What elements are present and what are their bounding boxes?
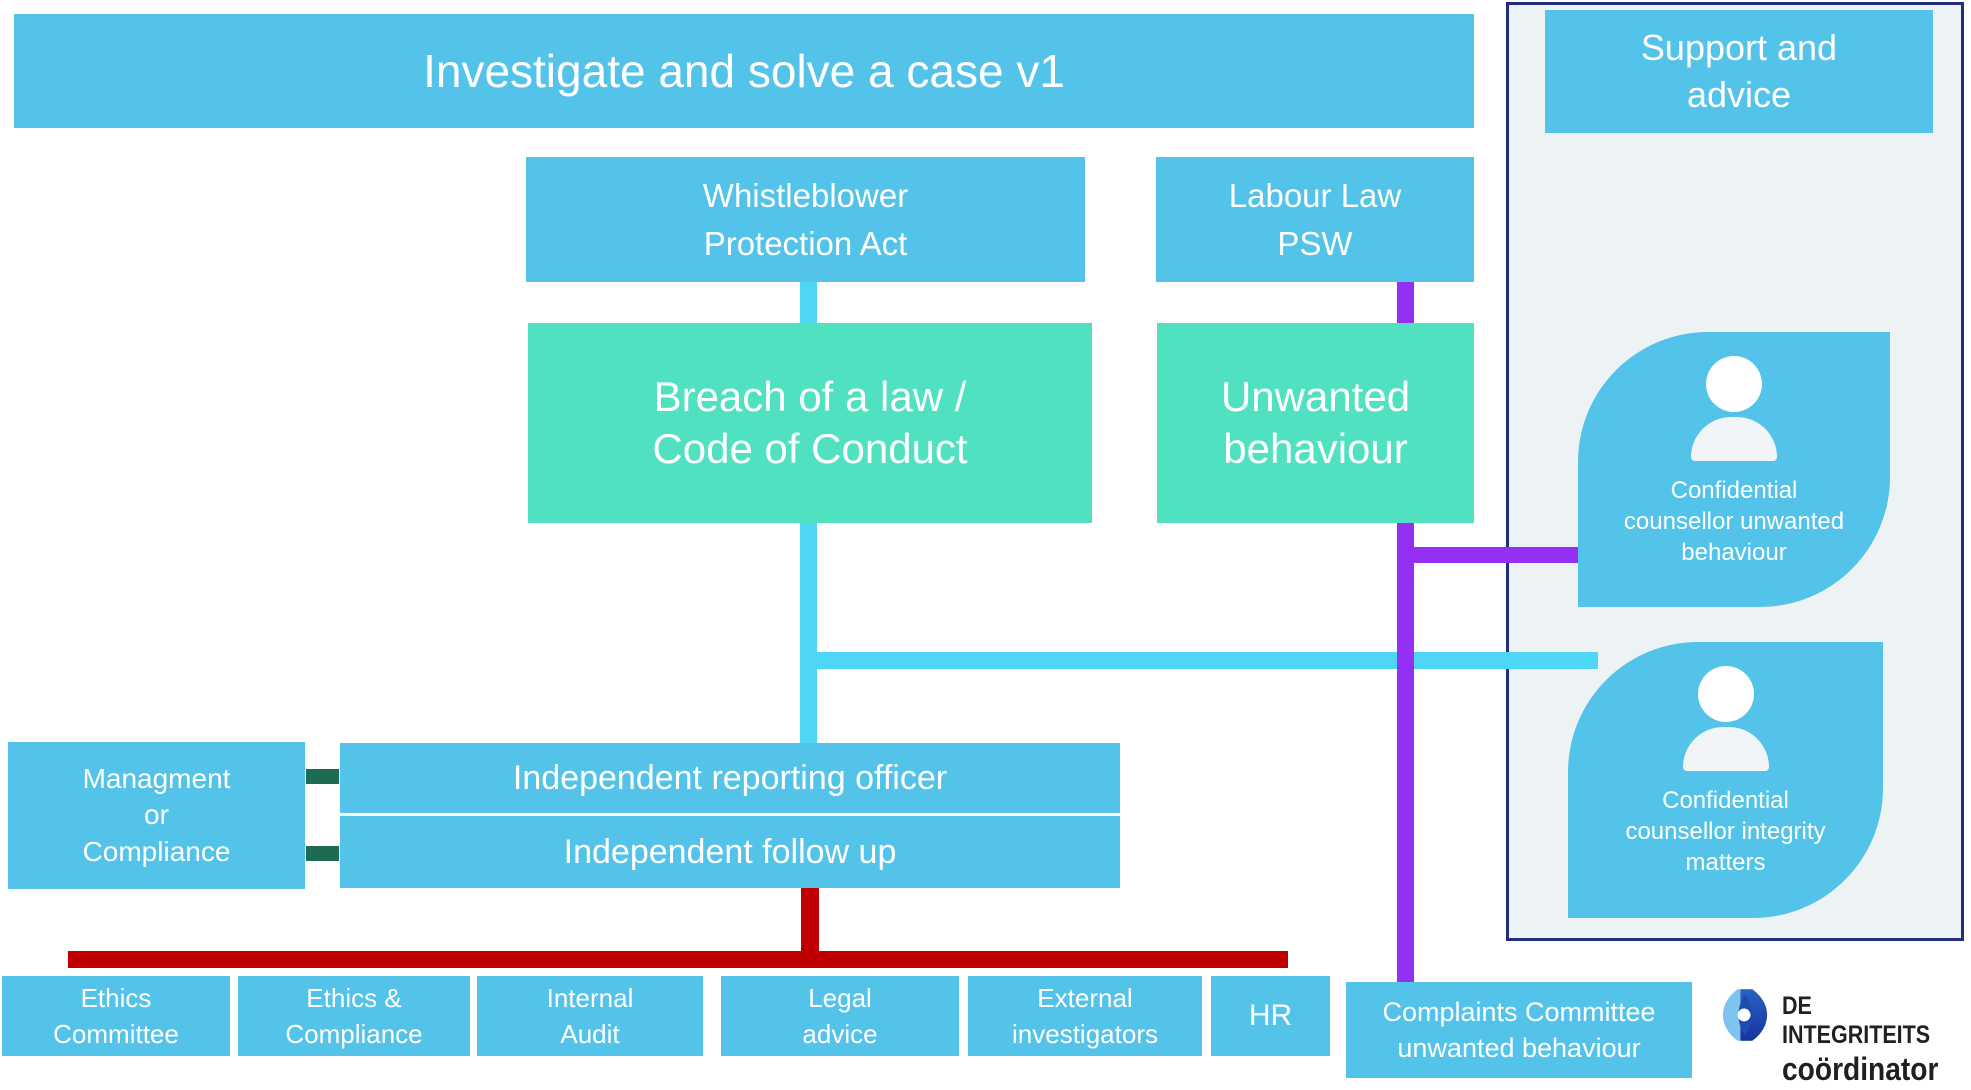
node-ethics-and-compliance: Ethics & Compliance bbox=[238, 976, 470, 1056]
person-torso-icon bbox=[1691, 417, 1777, 461]
node-whistleblower-protection-act: Whistleblower Protection Act bbox=[526, 157, 1085, 282]
person-torso-icon bbox=[1682, 727, 1769, 771]
node-external-investigators: External investigators bbox=[968, 976, 1202, 1056]
support-panel-title: Support and advice bbox=[1545, 10, 1933, 133]
purple-horizontal-connector bbox=[1397, 547, 1600, 563]
integriteits-logo-icon bbox=[1722, 986, 1768, 1044]
node-labour-law-psw: Labour Law PSW bbox=[1156, 157, 1474, 282]
person-head-icon bbox=[1697, 666, 1754, 722]
node-independent-reporting-officer: Independent reporting officer bbox=[340, 743, 1120, 813]
node-complaints-committee: Complaints Committee unwanted behaviour bbox=[1346, 982, 1692, 1078]
node-confidential-counsellor-unwanted: Confidential counsellor unwanted behavio… bbox=[1578, 332, 1890, 607]
node-confidential-counsellor-integrity: Confidential counsellor integrity matter… bbox=[1568, 642, 1883, 918]
red-vertical-connector bbox=[801, 886, 819, 952]
node-breach-of-law: Breach of a law / Code of Conduct bbox=[528, 323, 1092, 523]
person-icon bbox=[1674, 356, 1794, 461]
node-ethics-committee: Ethics Committee bbox=[2, 976, 230, 1056]
integriteits-logo-text: DE INTEGRITEITS coördinator bbox=[1782, 992, 1971, 1088]
node-internal-audit: Internal Audit bbox=[477, 976, 703, 1056]
diagram-title: Investigate and solve a case v1 bbox=[14, 14, 1474, 128]
node-legal-advice: Legal advice bbox=[721, 976, 959, 1056]
red-horizontal-bus bbox=[68, 951, 1288, 968]
node-management-or-compliance: Managment or Compliance bbox=[8, 742, 305, 889]
person-icon bbox=[1666, 666, 1786, 771]
node-hr: HR bbox=[1211, 976, 1330, 1056]
green-connector-bottom bbox=[306, 846, 339, 861]
counsellor-unwanted-label: Confidential counsellor unwanted behavio… bbox=[1623, 477, 1845, 567]
logo-line2: coördinator bbox=[1782, 1051, 1939, 1087]
node-unwanted-behaviour: Unwanted behaviour bbox=[1157, 323, 1474, 523]
counsellor-integrity-label: Confidential counsellor integrity matter… bbox=[1625, 787, 1826, 877]
cyan-horizontal-connector bbox=[800, 652, 1598, 669]
person-head-icon bbox=[1706, 356, 1762, 412]
green-connector-top bbox=[306, 769, 339, 784]
node-independent-follow-up: Independent follow up bbox=[340, 816, 1120, 888]
logo-line1: DE INTEGRITEITS bbox=[1782, 992, 1931, 1049]
